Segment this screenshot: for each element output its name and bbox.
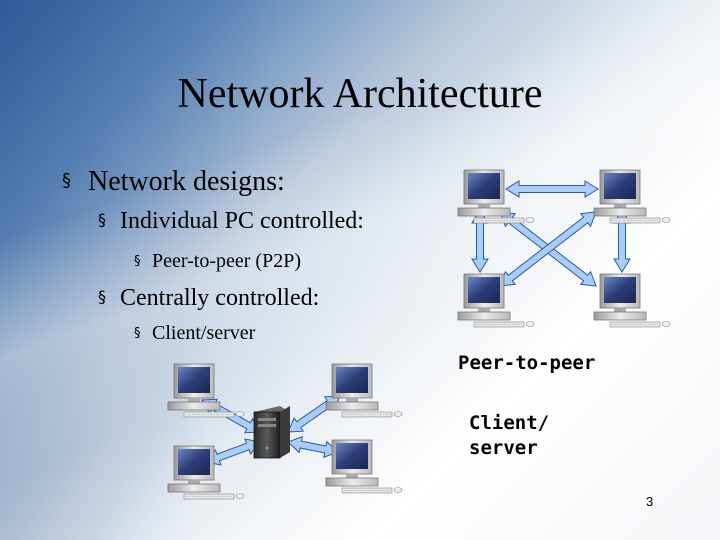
computer-icon (593, 273, 671, 328)
bullet-client-server: § Client/server (134, 322, 255, 345)
bullet-individual-pc: § Individual PC controlled: (98, 208, 364, 235)
bullet-network-designs: § Network designs: (62, 166, 285, 198)
bullet-centrally-controlled: § Centrally controlled: (98, 285, 319, 312)
bullet-mark: § (62, 170, 71, 191)
bullet-text: Centrally controlled: (120, 285, 320, 311)
bullet-text: Peer-to-peer (P2P) (152, 250, 301, 272)
double-arrow (287, 435, 339, 459)
computer-icon (593, 169, 671, 224)
server-tower-icon (253, 406, 290, 459)
computer-icon (457, 273, 535, 328)
computer-icon (325, 439, 403, 494)
bullet-mark: § (98, 287, 106, 306)
slide-number: 3 (646, 494, 654, 509)
double-arrow (505, 180, 599, 198)
bullet-text: Client/server (152, 322, 256, 344)
caption-client-server: Client/ server (469, 412, 550, 459)
p2p-arrows (471, 180, 631, 287)
double-arrow (287, 395, 341, 433)
computer-icon (457, 169, 535, 224)
bullet-text: Network designs: (88, 166, 285, 197)
bullet-text: Individual PC controlled: (120, 208, 364, 234)
computer-icon (167, 363, 245, 418)
computer-icon (325, 363, 403, 418)
p2p-diagram (457, 169, 671, 328)
slide-title: Network Architecture (177, 71, 543, 117)
caption-peer-to-peer: Peer-to-peer (458, 352, 596, 374)
bullet-p2p: § Peer-to-peer (P2P) (134, 250, 301, 273)
bullet-mark: § (134, 254, 141, 269)
client-server-diagram (167, 363, 403, 500)
bullet-mark: § (134, 326, 141, 341)
bullet-mark: § (98, 210, 106, 229)
